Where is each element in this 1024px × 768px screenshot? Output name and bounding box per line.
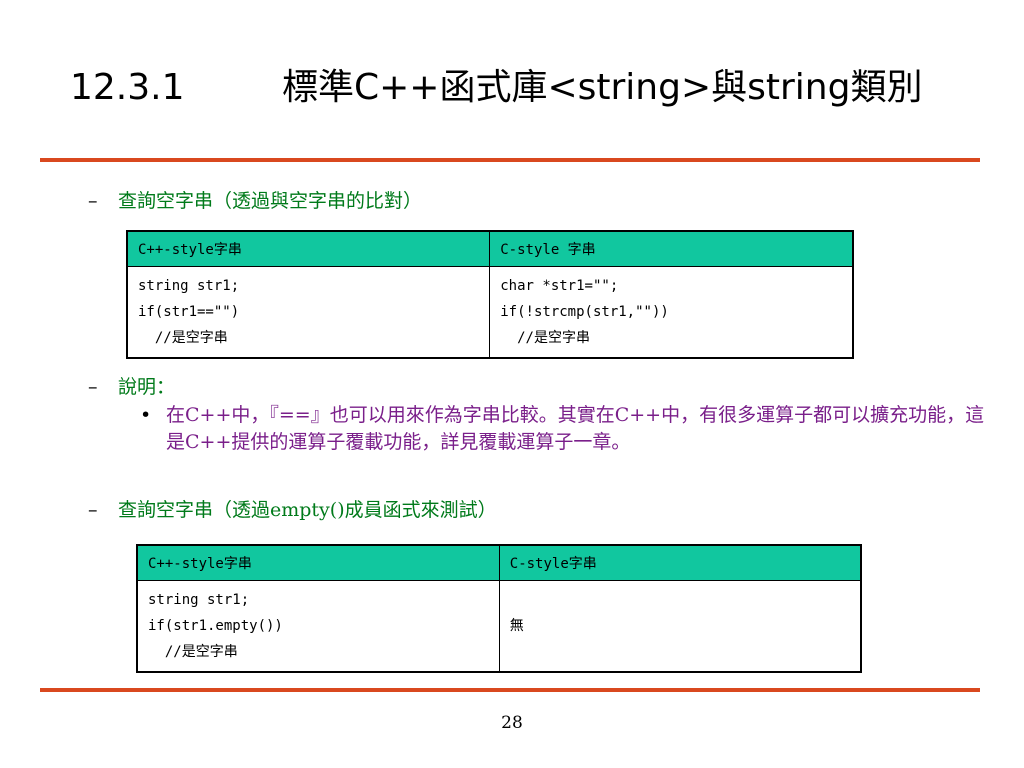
bullet-line-4: –查詢空字串（透過empty()成員函式來測試） (88, 495, 497, 522)
table2-header-cpp: C++-style字串 (136, 544, 500, 581)
code-line: string str1; (138, 278, 240, 294)
dash-bullet: – (88, 499, 98, 521)
code-line: string str1; (148, 592, 250, 608)
bullet-text-2: 說明： (118, 376, 176, 398)
slide-title: 12.3.1 標準C++函式庫<string>與string類別 (70, 58, 922, 110)
table1-header-cpp: C++-style字串 (126, 230, 491, 267)
bottom-divider (40, 688, 980, 692)
page-number: 28 (501, 713, 523, 733)
comparison-table-2: C++-style字串 C-style字串 string str1; if(st… (136, 544, 862, 673)
sub-bullet-text: 在C++中，『==』也可以用來作為字串比較。其實在C++中，有很多運算子都可以擴… (166, 404, 985, 453)
comparison-table-1: C++-style字串 C-style 字串 string str1; if(s… (126, 230, 854, 359)
code-line: if(str1.empty()) (148, 618, 283, 634)
top-divider (40, 158, 980, 162)
bullet-line-2: –說明： (88, 372, 175, 399)
table2-cell-cpp: string str1; if(str1.empty()) //是空字串 (136, 580, 500, 673)
table1-cell-cpp: string str1; if(str1=="") //是空字串 (126, 266, 491, 359)
code-line: //是空字串 (148, 644, 238, 660)
code-line: 無 (509, 618, 524, 634)
code-line: //是空字串 (138, 330, 228, 346)
dot-bullet-icon: • (140, 404, 152, 426)
bullet-line-1: –查詢空字串（透過與空字串的比對） (88, 186, 422, 213)
table2-header-c: C-style字串 (498, 544, 862, 581)
sub-bullet: • 在C++中，『==』也可以用來作為字串比較。其實在C++中，有很多運算子都可… (140, 402, 990, 456)
table1-header-c: C-style 字串 (489, 230, 854, 267)
bullet-text-4: 查詢空字串（透過empty()成員函式來測試） (118, 499, 497, 521)
dash-bullet: – (88, 190, 98, 212)
title-text: 標準C++函式庫<string>與string類別 (282, 67, 923, 108)
code-line: char *str1=""; (500, 278, 619, 294)
code-line: if(!strcmp(str1,"")) (500, 304, 669, 320)
dash-bullet: – (88, 376, 98, 398)
table2-cell-c: 無 (498, 580, 862, 673)
code-line: if(str1=="") (138, 304, 240, 320)
bullet-text-1: 查詢空字串（透過與空字串的比對） (118, 190, 423, 212)
table1-cell-c: char *str1=""; if(!strcmp(str1,"")) //是空… (489, 266, 854, 359)
code-line: //是空字串 (500, 330, 590, 346)
section-number: 12.3.1 (70, 67, 185, 108)
